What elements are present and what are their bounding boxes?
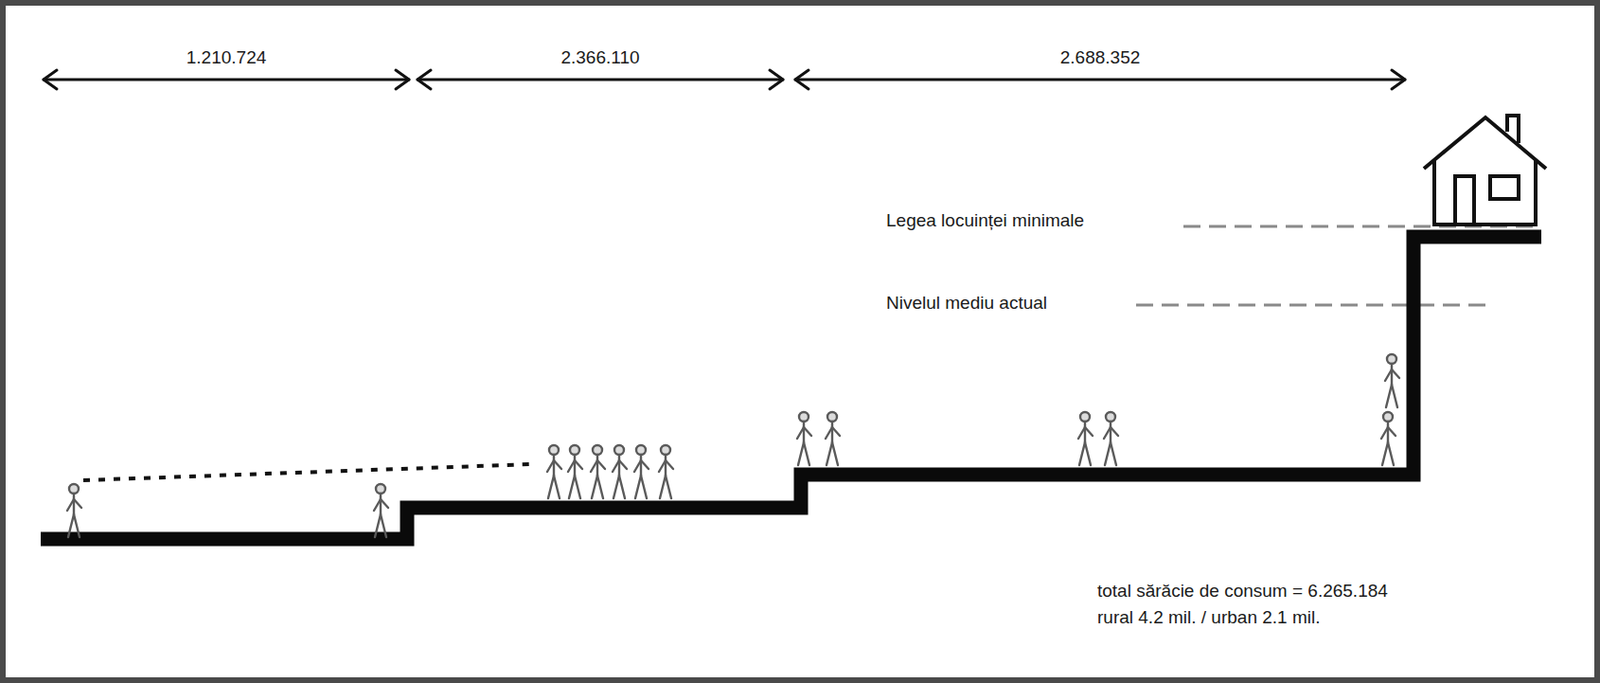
- stair-steps: [40, 236, 1542, 539]
- total-note: total sărăcie de consum = 6.265.184: [1097, 580, 1388, 603]
- total-note: rural 4.2 mil. / urban 2.1 mil.: [1097, 606, 1320, 629]
- dimension-value: 2.688.352: [1060, 47, 1141, 70]
- level-label: Nivelul mediu actual: [886, 292, 1048, 315]
- dimension-value: 1.210.724: [186, 47, 267, 70]
- level-label: Legea locuinței minimale: [886, 210, 1085, 232]
- people-figures: [67, 354, 1400, 537]
- dimension-value: 2.366.110: [560, 47, 640, 70]
- house-icon: [1423, 115, 1547, 225]
- dimension-arrows: [43, 70, 1405, 89]
- reference-line: [1136, 303, 1491, 307]
- dotted-line: [83, 463, 533, 480]
